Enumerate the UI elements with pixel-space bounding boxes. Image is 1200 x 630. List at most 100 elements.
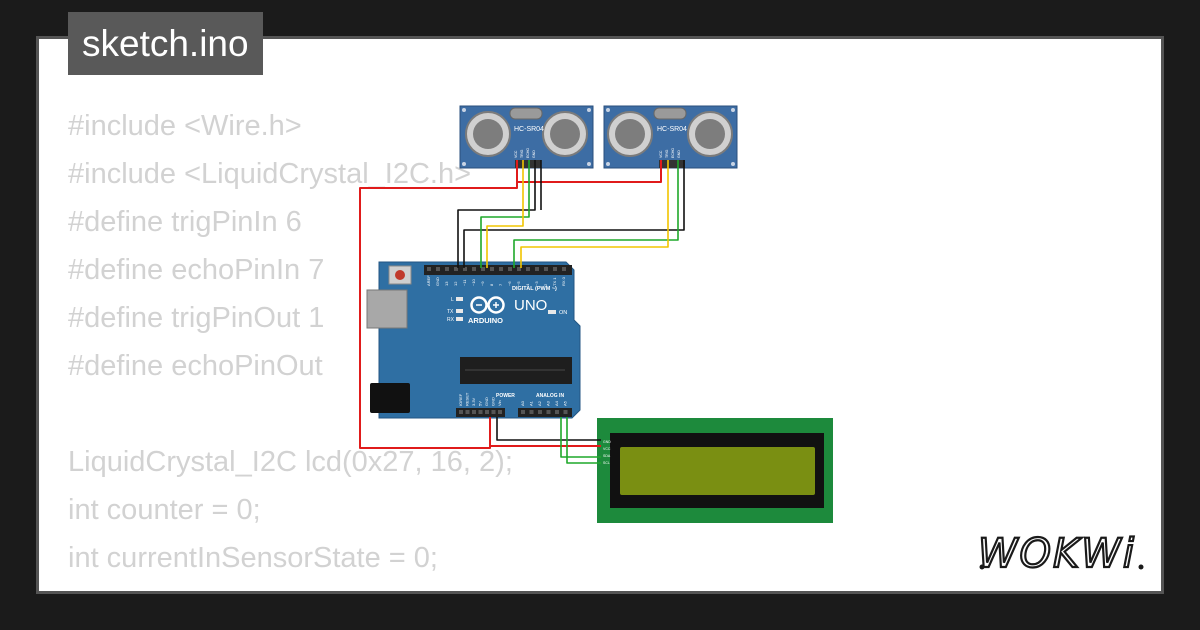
sensor-pin-label: ECHO <box>671 148 675 158</box>
header-pin[interactable] <box>427 267 431 271</box>
header-pin[interactable] <box>546 410 551 414</box>
header-pin[interactable] <box>490 267 494 271</box>
pin-label: A4 <box>554 400 559 406</box>
header-pin[interactable] <box>485 410 489 414</box>
code-line: int currentInSensorState = 0; <box>68 542 438 574</box>
power-header-label: POWER <box>496 393 515 399</box>
pin-label: AREF <box>426 275 431 286</box>
reset-button[interactable] <box>395 270 405 280</box>
pin-label: GND <box>491 397 496 406</box>
header-pin[interactable] <box>465 410 470 414</box>
arduino-uno: DIGITAL (PWM ~) L TX RX ON UNO ARDUINO P… <box>366 261 581 419</box>
header-pin[interactable] <box>481 267 485 271</box>
analog-header-label: ANALOG IN <box>536 393 564 399</box>
code-line: #include <LiquidCrystal_I2C.h> <box>68 158 472 190</box>
wire-green-echo-1 <box>480 160 530 268</box>
led-tx <box>456 309 463 313</box>
header-pin[interactable] <box>529 410 534 414</box>
mount-hole <box>731 162 735 166</box>
transducer-mesh <box>550 119 580 149</box>
pin-label: ~6 <box>507 281 512 286</box>
ultrasonic-sensor-2: HC-SR04 VCC TRIG ECHO GND <box>603 105 738 169</box>
sensor-label: HC-SR04 <box>514 126 544 133</box>
pin-label: RESET <box>465 392 470 406</box>
header-pin[interactable] <box>521 410 525 414</box>
header-pin[interactable] <box>445 267 449 271</box>
wokwi-logo-text: WOKWi <box>978 531 1136 577</box>
led-l <box>456 297 463 301</box>
header-pin[interactable] <box>463 267 467 271</box>
power-jack <box>370 383 410 413</box>
usb-connector <box>366 289 408 329</box>
crystal <box>509 107 543 120</box>
board-brand-label: ARDUINO <box>468 316 503 325</box>
header-pin[interactable] <box>555 410 559 414</box>
wire-red-vcc-2 <box>517 160 662 183</box>
ultrasonic-sensor-1: HC-SR04 VCC TRIG ECHO GND <box>459 105 594 169</box>
pin-label: 3.3V <box>471 397 476 406</box>
pin-label: A0 <box>520 400 525 406</box>
digital-header <box>424 265 572 275</box>
code-line: int previousInSensorState = 0; <box>68 582 513 594</box>
header-pin[interactable] <box>553 267 557 271</box>
pin-label: GND <box>484 397 489 406</box>
pin-label: 8 <box>489 283 494 286</box>
code-line: int counter = 0; <box>68 494 261 526</box>
header-pin[interactable] <box>454 267 458 271</box>
lcd-pin-label: SCL <box>603 461 610 465</box>
pin-label: ~3 <box>534 281 539 286</box>
header-pin[interactable] <box>491 410 496 414</box>
wires <box>359 160 685 464</box>
header-pin[interactable] <box>517 267 521 271</box>
mount-hole <box>606 162 610 166</box>
header-pin[interactable] <box>459 410 463 414</box>
header-pin[interactable] <box>563 410 568 414</box>
pin-label: TX 1 <box>552 277 557 286</box>
lcd-pin-label: SDA <box>603 454 611 458</box>
led-tx-label: TX <box>447 309 454 315</box>
header-pin[interactable] <box>538 410 542 414</box>
led-l-label: L <box>451 297 454 303</box>
code-line: #define trigPinOut 1 <box>68 302 325 334</box>
wokwi-logo: WOKWi <box>978 530 1144 578</box>
mount-hole <box>587 162 591 166</box>
header-pin[interactable] <box>544 267 548 271</box>
led-rx <box>456 317 463 321</box>
lcd-display: GND VCC SDA SCL <box>597 418 833 523</box>
code-line: #include <Wire.h> <box>68 110 302 142</box>
sensor-label: HC-SR04 <box>657 126 687 133</box>
header-pin[interactable] <box>535 267 539 271</box>
mount-hole <box>606 108 610 112</box>
code-preview: #include <Wire.h> #include <LiquidCrystal… <box>68 102 513 594</box>
file-tab: sketch.ino <box>68 12 263 75</box>
pin-label: 2 <box>543 283 548 286</box>
analog-header <box>518 408 572 417</box>
code-line: #define echoPinIn 7 <box>68 254 325 286</box>
pin-label: Vin <box>497 400 502 406</box>
header-pin[interactable] <box>472 267 476 271</box>
pin-label: 12 <box>453 281 458 286</box>
wire-red-vcc <box>359 160 518 449</box>
sensor-pin-label: GND <box>677 150 681 158</box>
mount-hole <box>587 108 591 112</box>
header-pin[interactable] <box>472 410 476 414</box>
pin-label: ~11 <box>462 279 467 286</box>
lcd-screen <box>620 447 815 495</box>
header-pin[interactable] <box>436 267 440 271</box>
header-pin[interactable] <box>498 410 502 414</box>
sensor-pin-label: ECHO <box>526 148 530 158</box>
sensor-pin-label: VCC <box>514 150 518 158</box>
pin-label: 7 <box>498 283 503 286</box>
transducer-mesh <box>695 119 725 149</box>
header-pin[interactable] <box>508 267 512 271</box>
wire-black-gnd-2 <box>463 160 685 268</box>
digital-header-label: DIGITAL (PWM ~) <box>512 286 557 292</box>
header-pin[interactable] <box>526 267 530 271</box>
header-pin[interactable] <box>478 410 483 414</box>
pin-label: ~5 <box>516 281 521 286</box>
header-pin[interactable] <box>499 267 503 271</box>
header-pin[interactable] <box>562 267 566 271</box>
